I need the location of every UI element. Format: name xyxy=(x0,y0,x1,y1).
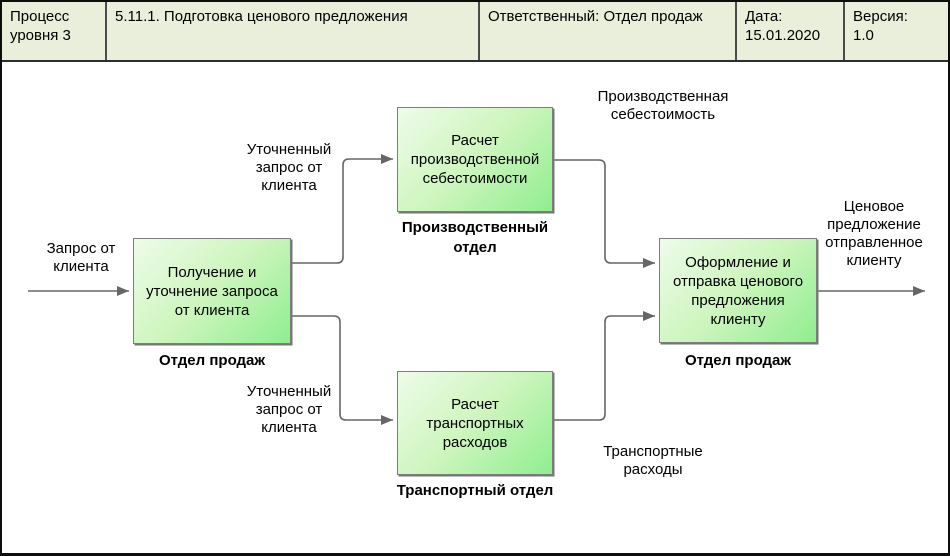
flow-label-price-offer-sent: Ценовое предложение отправленное клиенту xyxy=(825,198,923,269)
department-label-sales-2: Отдел продаж xyxy=(684,352,792,369)
process-box-production-cost[interactable]: Расчет производственной себестоимости xyxy=(397,107,553,212)
flow-label-clarified-request-top: Уточненный запрос от клиента xyxy=(246,141,332,194)
process-level-cell: Процесс уровня 3 xyxy=(2,2,107,60)
department-label-production: Производственный отдел xyxy=(401,219,549,256)
responsible-cell: Ответственный: Отдел продаж xyxy=(480,2,737,60)
arrow-box2-to-box4 xyxy=(553,159,655,268)
date-cell: Дата: 15.01.2020 xyxy=(737,2,845,60)
flow-label-client-request: Запрос от клиента xyxy=(46,240,116,275)
process-box-transport-cost[interactable]: Расчет транспортных расходов xyxy=(397,371,553,475)
flow-label-transport-cost: Транспортные расходы xyxy=(603,443,703,478)
date-value: 15.01.2020 xyxy=(745,27,821,44)
version-value: 1.0 xyxy=(853,27,874,44)
department-label-sales-1: Отдел продаж xyxy=(158,352,266,369)
process-title-cell: 5.11.1. Подготовка ценового предложения xyxy=(107,2,480,60)
department-label-transport: Транспортный отдел xyxy=(396,482,554,499)
title-block: Процесс уровня 3 5.11.1. Подготовка цено… xyxy=(2,2,948,62)
date-label: Дата: xyxy=(745,8,783,25)
version-cell: Версия: 1.0 xyxy=(845,2,948,60)
arrow-box3-to-box4 xyxy=(553,311,655,421)
version-label: Версия: xyxy=(853,8,908,25)
process-box-send-offer[interactable]: Оформление и отправка ценового предложен… xyxy=(659,238,817,343)
flow-label-production-cost: Производственная себестоимость xyxy=(597,88,729,123)
flow-label-clarified-request-bottom: Уточненный запрос от клиента xyxy=(246,383,332,436)
process-box-receive-request[interactable]: Получение и уточнение запроса от клиента xyxy=(133,238,291,344)
